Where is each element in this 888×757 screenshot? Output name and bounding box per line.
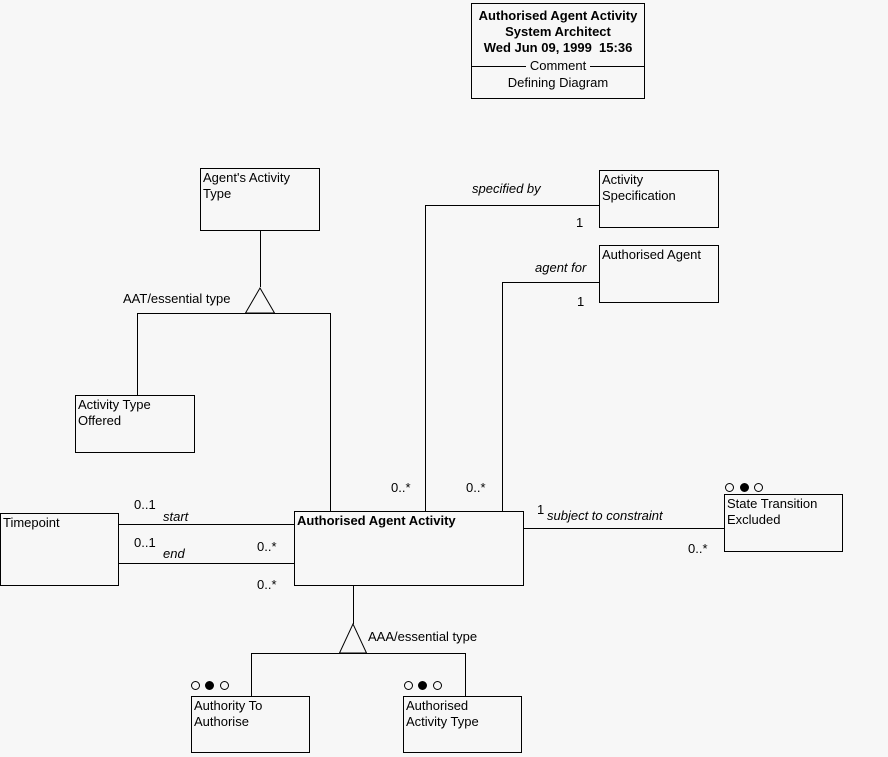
circle-filled-icon (740, 483, 749, 492)
node-state-transition-excluded[interactable]: State Transition Excluded (724, 494, 843, 552)
multiplicity-constraint-one: 1 (537, 502, 545, 517)
multiplicity-agent-for-one: 1 (577, 294, 585, 309)
node-label: State Transition Excluded (727, 496, 818, 527)
connector-end[interactable] (119, 563, 294, 564)
connector-subject-to-constraint[interactable] (524, 528, 724, 529)
multiplicity-specified-by-one: 1 (576, 215, 584, 230)
node-activity-type-offered[interactable]: Activity Type Offered (75, 395, 195, 453)
multiplicity-specified-by-many: 0..* (391, 480, 411, 495)
multiplicity-end-zero-one: 0..1 (134, 535, 156, 550)
node-label: Agent's Activity Type (203, 170, 291, 201)
circle-open-icon (754, 483, 763, 492)
connector-agent-for-vertical[interactable] (502, 282, 503, 511)
edge-label-end: end (163, 546, 185, 561)
circle-open-icon (433, 681, 442, 690)
separator-rule-right (590, 65, 645, 67)
node-authorised-agent-activity[interactable]: Authorised Agent Activity (294, 511, 524, 586)
circle-open-icon (220, 681, 229, 690)
edge-label-agent-for: agent for (535, 260, 587, 275)
subtype-triangle-icon-aat (245, 287, 275, 314)
node-agents-activity-type[interactable]: Agent's Activity Type (200, 168, 320, 231)
comment-separator: Comment (472, 58, 645, 73)
node-label: Activity Specification (602, 172, 676, 203)
connector-start[interactable] (119, 524, 294, 525)
title-line-diagram-name: Authorised Agent Activity (478, 8, 638, 23)
node-label: Authorised Activity Type (406, 698, 479, 729)
connector-aat-to-activity-type-offered[interactable] (137, 313, 138, 395)
node-label: Authority To Authorise (194, 698, 263, 729)
diagram-title-box: Authorised Agent Activity System Archite… (471, 3, 645, 99)
circle-open-icon (191, 681, 200, 690)
separator-label: Comment (529, 58, 587, 73)
title-line-timestamp: Wed Jun 09, 1999 15:36 (483, 40, 633, 55)
circle-filled-icon (205, 681, 214, 690)
circle-open-icon (404, 681, 413, 690)
multiplicity-start-zero-one: 0..1 (134, 497, 156, 512)
connector-aat-crossbar[interactable] (137, 313, 330, 314)
connector-specified-by-horizontal[interactable] (425, 205, 599, 206)
node-timepoint[interactable]: Timepoint (0, 513, 119, 586)
title-line-tool-name: System Architect (505, 24, 611, 39)
circle-filled-icon (418, 681, 427, 690)
node-label: Authorised Agent Activity (297, 513, 456, 528)
connector-aat-to-authorised-agent-activity[interactable] (330, 313, 331, 511)
edge-label-specified-by: specified by (472, 181, 541, 196)
edge-label-subject-to-constraint: subject to constraint (547, 508, 663, 523)
connector-aaa-to-authorised-activity-type[interactable] (465, 653, 466, 697)
circle-open-icon (725, 483, 734, 492)
connector-specified-by-vertical[interactable] (425, 205, 426, 511)
connector-aaa-stem[interactable] (353, 586, 354, 624)
node-label: Timepoint (3, 515, 60, 530)
connector-aat-stem[interactable] (260, 231, 261, 287)
separator-rule-left (472, 65, 526, 67)
multiplicity-start-many: 0..* (257, 539, 277, 554)
node-label: Activity Type Offered (78, 397, 151, 428)
node-authorised-activity-type[interactable]: Authorised Activity Type (403, 696, 522, 753)
node-authority-to-authorise[interactable]: Authority To Authorise (191, 696, 310, 753)
node-activity-specification[interactable]: Activity Specification (599, 170, 719, 228)
multiplicity-constraint-many: 0..* (688, 541, 708, 556)
edge-label-aaa-essential-type: AAA/essential type (368, 629, 478, 644)
title-line-comment-text: Defining Diagram (507, 75, 609, 90)
edge-label-aat-essential-type: AAT/essential type (123, 291, 231, 306)
node-authorised-agent[interactable]: Authorised Agent (599, 245, 719, 303)
multiplicity-end-many: 0..* (257, 577, 277, 592)
node-label: Authorised Agent (602, 247, 702, 262)
connector-aaa-to-authority-to-authorise[interactable] (251, 653, 252, 697)
edge-label-start: start (163, 509, 189, 524)
subtype-triangle-icon-aaa (339, 623, 367, 654)
connector-agent-for-horizontal[interactable] (502, 282, 599, 283)
multiplicity-agent-for-many: 0..* (466, 480, 486, 495)
